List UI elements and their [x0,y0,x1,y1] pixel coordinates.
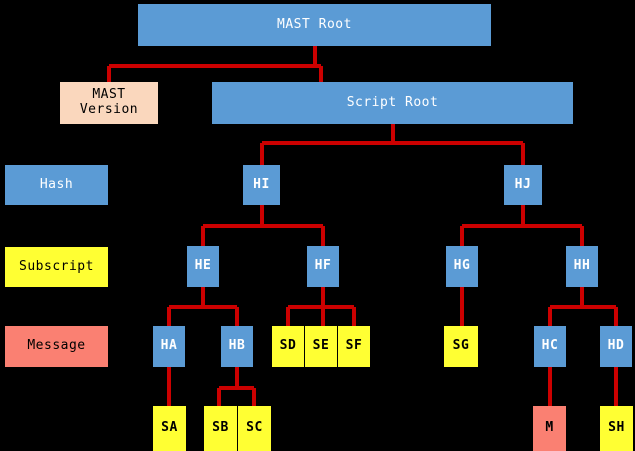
node-sa: SA [153,406,186,451]
node-he: HE [187,246,219,287]
node-hi: HI [243,165,280,205]
node-sh: SH [600,406,633,451]
node-m: M [533,406,566,451]
node-hg: HG [446,246,478,287]
node-mast-version: MAST Version [60,82,158,124]
node-ha: HA [153,326,185,367]
node-mast-root: MAST Root [138,4,491,46]
node-hc: HC [534,326,566,367]
node-hd: HD [600,326,632,367]
node-hf: HF [307,246,339,287]
node-sd: SD [272,326,304,367]
node-sg: SG [444,326,478,367]
node-script-root: Script Root [212,82,573,124]
legend-item-hash: Hash [5,165,108,205]
node-sf: SF [338,326,370,367]
node-sc: SC [238,406,271,451]
node-sb: SB [204,406,237,451]
node-se: SE [305,326,337,367]
node-hj: HJ [504,165,542,205]
legend-item-message: Message [5,326,108,367]
node-hh: HH [566,246,598,287]
node-hb: HB [221,326,253,367]
legend-item-subscript: Subscript [5,247,108,287]
